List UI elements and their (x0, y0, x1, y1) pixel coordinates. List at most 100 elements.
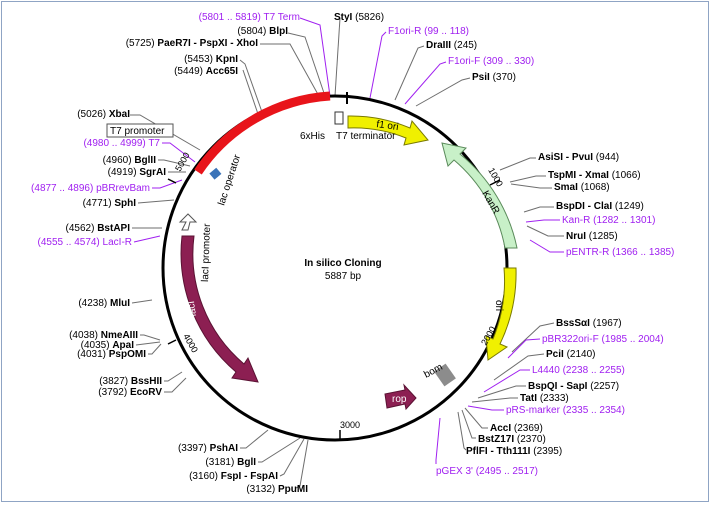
leader-f1orif (404, 61, 447, 105)
leader-sphi (137, 199, 175, 204)
leader-apai (135, 341, 161, 346)
label-pbrrevbam: (4877 .. 4896) pBRrevBam (31, 183, 150, 194)
leader-bstz17i (461, 409, 476, 439)
t7-terminator-box (334, 111, 344, 125)
laci-promoter-arrow (178, 213, 198, 231)
leader-pgex3 (435, 417, 441, 464)
label-bspdi: BspDI - ClaI (1249) (556, 201, 644, 212)
tick-mark-1000 (489, 179, 501, 186)
label-kanr-primer: Kan-R (1282 .. 1301) (562, 215, 655, 226)
leader-pbrrevbam (152, 179, 183, 189)
t7-terminator-label: T7 terminator (336, 131, 396, 142)
label-pflfi: PflFI - Tth111I (2395) (466, 446, 562, 457)
leader-bspdi (523, 206, 554, 213)
f1-ori-label: f1 ori (376, 119, 400, 133)
leader-asisi (499, 157, 536, 171)
leader-pcii (493, 353, 545, 381)
leader-pentrr (529, 239, 564, 253)
label-bgli: (3181) BglI (205, 457, 256, 468)
tick-mark-5000 (167, 178, 177, 184)
label-smai: SmaI (1068) (554, 182, 610, 193)
leader-blpi (287, 32, 326, 97)
rop-arrow (384, 383, 417, 411)
tick-label-3000: 3000 (340, 420, 360, 430)
leader-acci (464, 407, 488, 429)
leader-pshai (240, 429, 269, 449)
leader-psii (415, 77, 471, 107)
his-tag-label: 6xHis (300, 131, 325, 142)
leader-styi (334, 17, 341, 97)
ori-arrow (485, 267, 517, 361)
label-draiii: DraIII (245) (426, 40, 477, 51)
label-lacir: (4555 .. 4574) LacI-R (38, 237, 133, 248)
label-nmeaiii: (4038) NmeAIII (69, 330, 138, 341)
label-fspi: (3160) FspI - FspAI (189, 471, 278, 482)
leader-bsssai (511, 322, 555, 353)
label-t7: (4980 .. 4999) T7 (83, 138, 160, 149)
label-ppumi: (3132) PpuMI (246, 484, 308, 495)
label-acci: AccI (2369) (490, 423, 543, 434)
plasmid-name: In silico Cloning (304, 258, 381, 269)
rop-label: rop (392, 394, 407, 405)
leader-bglii (158, 159, 191, 167)
leader-pbr322 (507, 338, 541, 359)
leader-bspqi (477, 385, 526, 399)
label-tati: TatI (2333) (520, 393, 569, 404)
label-ecorv: (3792) EcoRV (98, 387, 162, 398)
label-acc65i: (5449) Acc65I (174, 66, 238, 77)
t7-promoter-label: T7 promoter (110, 126, 165, 137)
label-f1orir: F1ori-R (99 .. 118) (388, 26, 469, 37)
f1-ori-arrow (347, 115, 429, 146)
label-bstapi: (4562) BstAPI (66, 223, 131, 234)
label-t7term: (5801 .. 5819) T7 Term (199, 12, 300, 23)
kanr-arrow (441, 142, 518, 249)
leader-ecorv (164, 377, 187, 393)
leader-lines (130, 17, 564, 489)
label-bglii: (4960) BglII (103, 155, 157, 166)
plasmid-length: 5887 bp (325, 271, 362, 282)
lac-operator-label: lac operator (216, 153, 243, 207)
laci-arrow (180, 235, 259, 383)
label-pgex3: pGEX 3' (2495 .. 2517) (436, 466, 538, 477)
label-styi: StyI (5826) (334, 12, 384, 23)
laci-label: lacI (186, 300, 199, 317)
leader-pflfi (457, 411, 467, 451)
label-f1orif: F1ori-F (309 .. 330) (448, 56, 534, 67)
label-pbr322: pBR322ori-F (1985 .. 2004) (542, 334, 664, 345)
label-l4440: L4440 (2238 .. 2255) (532, 365, 625, 376)
label-xbai: (5026) XbaI (77, 109, 130, 120)
vaccine-construct-arc (194, 91, 331, 175)
label-kpni: (5453) KpnI (184, 54, 238, 65)
leader-f1orir (369, 31, 387, 99)
label-nrui: NruI (1285) (566, 231, 618, 242)
t7-promoter-box (106, 123, 174, 138)
label-pentrr: pENTR-R (1366 .. 1385) (566, 247, 674, 258)
label-pshai: (3397) PshAI (178, 443, 238, 454)
leader-tspmi (509, 175, 546, 183)
leader-nmeaiii (140, 334, 161, 341)
leader-mlui (131, 299, 153, 304)
label-mlui: (4238) MluI (78, 298, 130, 309)
leader-ppumi (295, 439, 309, 489)
label-asisi: AsiSI - PvuI (944) (538, 152, 619, 163)
label-tspmi: TspMI - XmaI (1066) (548, 170, 641, 181)
leader-prsmarker (467, 405, 504, 411)
leader-acc65i (242, 69, 259, 115)
leader-t7term (299, 17, 331, 97)
label-bsssai: BssSαI (1967) (556, 318, 622, 329)
tick-label-5000: 5000 (173, 151, 192, 173)
laci-promoter-label: lacI promoter (200, 223, 213, 282)
leader-nrui (526, 225, 564, 237)
lac-operator-box (209, 167, 222, 180)
label-blpi: (5804) BlpI (237, 26, 288, 37)
label-bstz17i: BstZ17I (2370) (478, 434, 546, 445)
leader-paer7i (260, 43, 321, 99)
label-bspqi: BspQI - SapI (2257) (528, 381, 619, 392)
leader-lacir (133, 235, 161, 243)
leader-tati (471, 397, 518, 403)
leader-fspi (279, 438, 305, 477)
leader-pspomi (148, 343, 162, 355)
label-pcii: PciI (2140) (546, 349, 595, 360)
label-bsshii: (3827) BssHII (99, 376, 162, 387)
